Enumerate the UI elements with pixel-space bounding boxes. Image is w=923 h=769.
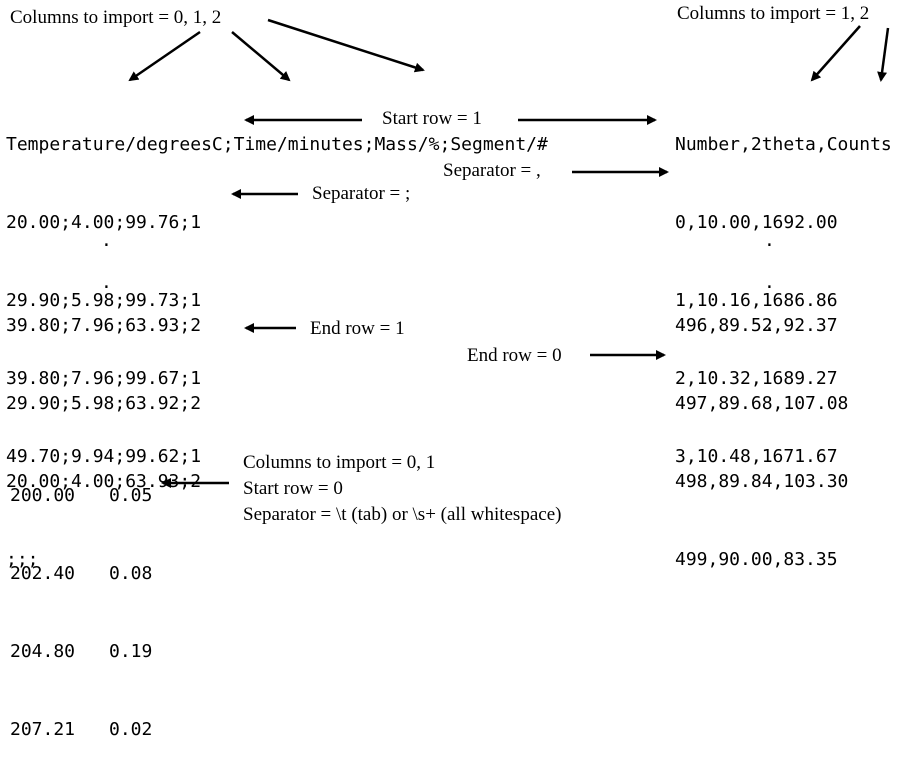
arrow-right-columns-to-col1	[810, 25, 861, 82]
ellipsis-dot: .	[764, 314, 775, 335]
ellipsis-dot: .	[101, 314, 112, 335]
right-file-row: 497,89.68,107.08	[675, 393, 849, 414]
right-columns-label: Columns to import = 1, 2	[677, 3, 870, 24]
left-file-row: 20.00;4.00;99.76;1	[6, 212, 202, 233]
bottom-file-row: 204.80 0.19	[10, 639, 152, 665]
arrows-layer	[128, 18, 890, 488]
bottom-cell: 200.00	[10, 485, 76, 506]
left-file-row: 29.90;5.98;63.92;2	[6, 393, 202, 414]
right-file-row: 0,10.00,1692.00	[675, 212, 838, 233]
left-file-row: 29.90;5.98;99.73;1	[6, 290, 202, 311]
separator-semicolon-label: Separator = ;	[312, 183, 411, 204]
left-file-tail: 39.80;7.96;63.93;2 29.90;5.98;63.92;2 20…	[6, 261, 201, 599]
bottom-cell: 0.05	[109, 485, 153, 506]
start-row-label: Start row = 1	[382, 108, 482, 129]
bottom-separator-label: Separator = \t (tab) or \s+ (all whitesp…	[243, 504, 562, 525]
bottom-cell: 202.40	[10, 563, 76, 584]
left-file-row: 39.80;7.96;63.93;2	[6, 315, 202, 336]
bottom-columns-label: Columns to import = 0, 1	[243, 452, 436, 473]
bottom-file-row: 207.21 0.02	[10, 717, 152, 743]
right-ellipsis: . . .	[764, 206, 786, 346]
ellipsis-dot: .	[764, 272, 775, 293]
ellipsis-dot: .	[101, 230, 112, 251]
bottom-start-label: Start row = 0	[243, 478, 343, 499]
bottom-cell: 0.08	[109, 563, 153, 584]
right-file-row: 499,90.00,83.35	[675, 549, 838, 570]
ellipsis-dot: .	[101, 272, 112, 293]
left-file-row: 20.00;4.00;63.93;2	[6, 471, 202, 492]
right-file: Number,2theta,Counts 0,10.00,1692.00 1,1…	[675, 80, 892, 496]
arrow-left-columns-to-col1	[231, 31, 291, 82]
bottom-file-row: 200.00 0.05	[10, 483, 152, 509]
right-file-row: 1,10.16,1686.86	[675, 290, 838, 311]
end-row-0-label: End row = 0	[467, 345, 562, 366]
left-ellipsis: . . .	[101, 206, 123, 346]
left-file-header: Temperature/degreesC;Time/minutes;Mass/%…	[6, 134, 548, 155]
bottom-cell: 204.80	[10, 641, 76, 662]
bottom-cell: 207.21	[10, 719, 76, 740]
left-file-row: 39.80;7.96;99.67;1	[6, 368, 202, 389]
right-file-row: 498,89.84,103.30	[675, 471, 849, 492]
separator-comma-label: Separator = ,	[443, 160, 541, 181]
bottom-file-row: 202.40 0.08	[10, 561, 152, 587]
left-file: Temperature/degreesC;Time/minutes;Mass/%…	[6, 80, 548, 496]
left-file-row: 49.70;9.94;99.62;1	[6, 446, 202, 467]
end-row-1-label: End row = 1	[310, 318, 405, 339]
arrow-left-columns-to-col2	[267, 18, 425, 73]
right-file-row: 3,10.48,1671.67	[675, 446, 838, 467]
right-file-header: Number,2theta,Counts	[675, 134, 892, 155]
arrow-left-columns-to-col0	[128, 30, 201, 82]
left-columns-label: Columns to import = 0, 1, 2	[10, 7, 222, 28]
right-file-row: 496,89.52,92.37	[675, 315, 838, 336]
arrow-right-columns-to-col2	[877, 27, 890, 82]
bottom-cell: 0.02	[109, 719, 153, 740]
right-file-row: 2,10.32,1689.27	[675, 368, 838, 389]
ellipsis-dot: .	[764, 230, 775, 251]
bottom-cell: 0.19	[109, 641, 153, 662]
